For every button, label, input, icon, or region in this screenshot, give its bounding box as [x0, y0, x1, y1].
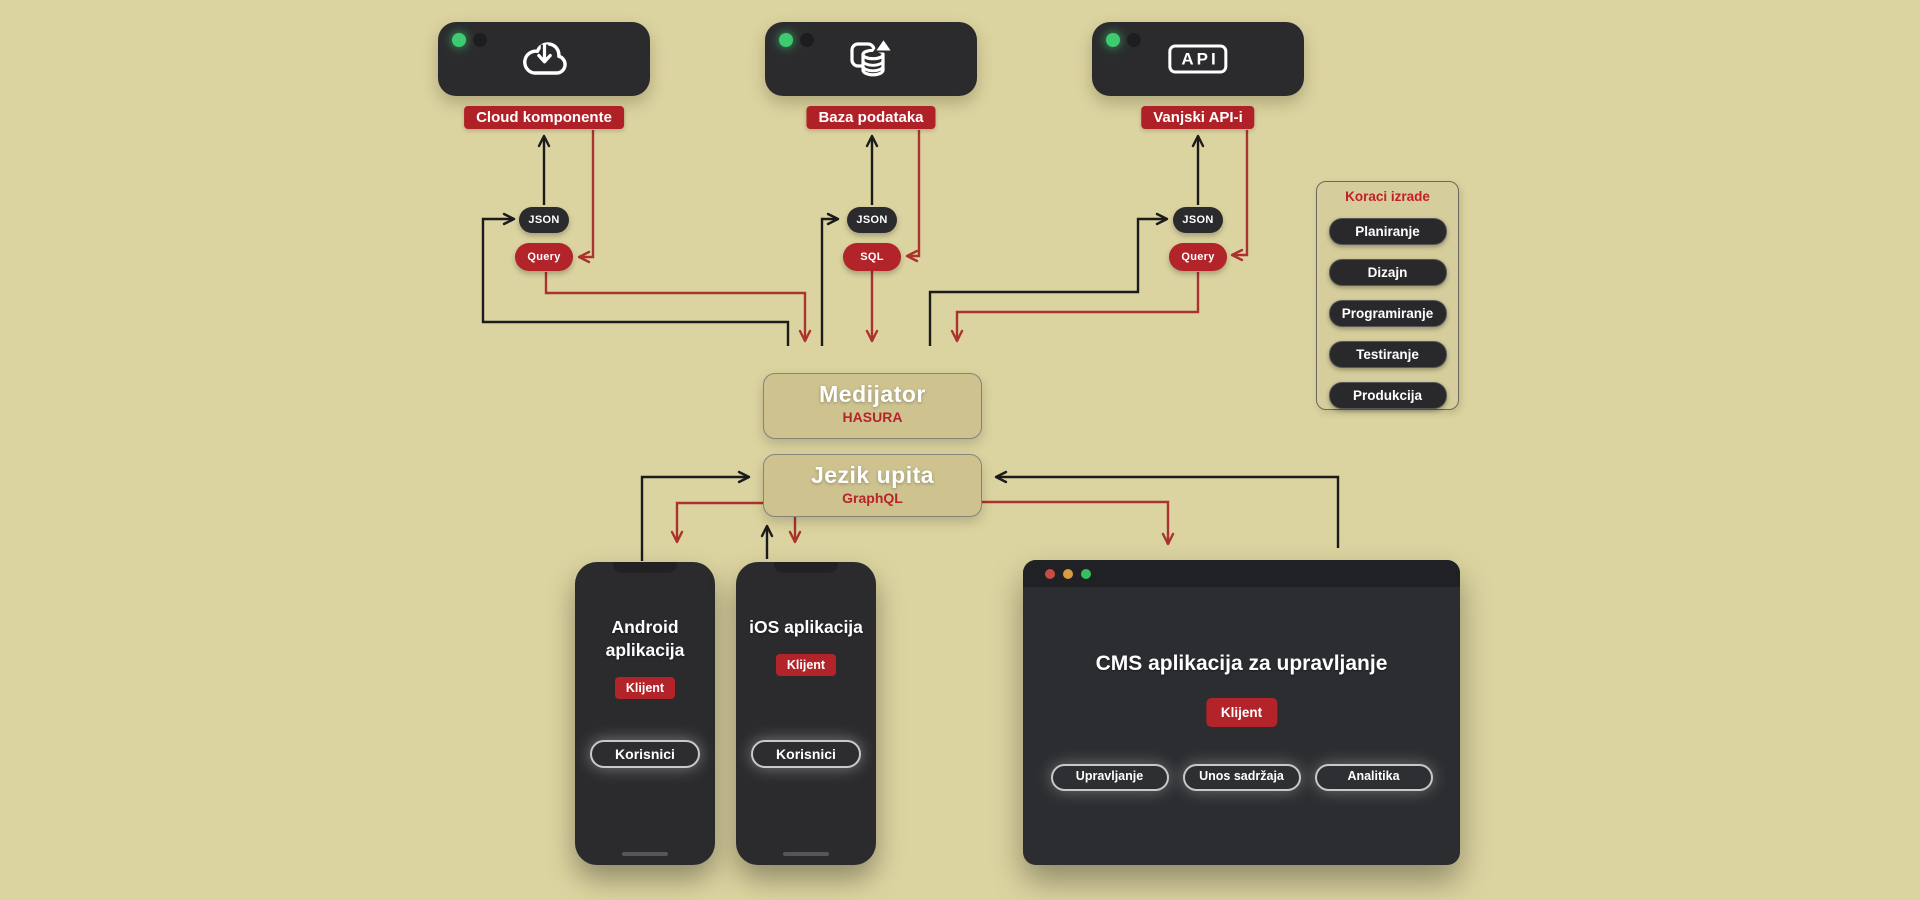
query-language-box: Jezik upita GraphQL: [763, 454, 982, 517]
ios-client-phone: iOS aplikacija Klijent Korisnici: [736, 562, 876, 865]
step-programiranje: Programiranje: [1328, 300, 1447, 327]
pill-json-right: JSON: [1173, 207, 1223, 233]
step-testiranje: Testiranje: [1328, 341, 1447, 368]
steps-panel-title: Koraci izrade: [1345, 189, 1430, 204]
cms-client-title: CMS aplikacija za upravljanje: [1095, 652, 1388, 675]
minimize-traffic-light-icon: [1063, 568, 1073, 579]
android-users-pill: Korisnici: [590, 740, 700, 768]
api-badge-icon: API: [1168, 44, 1228, 74]
label-api: Vanjski API-i: [1141, 106, 1255, 129]
step-produkcija: Produkcija: [1328, 382, 1447, 409]
cms-pill-analitika: Analitika: [1314, 764, 1433, 791]
status-dots: [779, 33, 814, 47]
steps-panel: Koraci izrade Planiranje Dizajn Programi…: [1316, 181, 1459, 410]
status-dots: [1106, 33, 1141, 47]
pill-query-right: Query: [1169, 243, 1227, 271]
close-traffic-light-icon: [1045, 568, 1055, 579]
label-cloud: Cloud komponente: [464, 106, 624, 129]
android-client-phone: Android aplikacija Klijent Korisnici: [575, 562, 715, 865]
status-dots: [452, 33, 487, 47]
status-dot-green-icon: [779, 33, 793, 47]
status-dot-green-icon: [452, 33, 466, 47]
status-dot-dark-icon: [473, 33, 487, 47]
phone-notch: [774, 562, 838, 573]
node-cloud: [438, 22, 650, 96]
cms-pill-unos-sadrzaja: Unos sadržaja: [1182, 764, 1301, 791]
ios-client-badge: Klijent: [775, 654, 837, 677]
query-language-subtitle: GraphQL: [842, 490, 903, 506]
mediator-box: Medijator HASURA: [763, 373, 982, 439]
maximize-traffic-light-icon: [1081, 568, 1091, 579]
window-titlebar: [1023, 560, 1460, 587]
node-api: API: [1092, 22, 1304, 96]
label-database: Baza podataka: [806, 106, 936, 129]
pill-query-left: Query: [515, 243, 573, 271]
cms-client-window: CMS aplikacija za upravljanje Klijent Up…: [1023, 560, 1460, 865]
ios-users-pill: Korisnici: [751, 740, 861, 768]
step-dizajn: Dizajn: [1328, 259, 1447, 286]
home-indicator: [783, 852, 829, 856]
android-client-title: Android aplikacija: [605, 617, 685, 661]
step-planiranje: Planiranje: [1328, 218, 1447, 245]
pill-json-middle: JSON: [847, 207, 897, 233]
ios-client-title: iOS aplikacija: [749, 617, 863, 637]
status-dot-dark-icon: [1127, 33, 1141, 47]
mediator-subtitle: HASURA: [842, 409, 903, 425]
cms-client-badge: Klijent: [1205, 698, 1278, 727]
cms-pill-upravljanje: Upravljanje: [1050, 764, 1169, 791]
database-upload-icon: [850, 37, 894, 77]
phone-notch: [613, 562, 677, 573]
query-language-title: Jezik upita: [810, 462, 935, 488]
status-dot-dark-icon: [800, 33, 814, 47]
pill-sql-middle: SQL: [843, 243, 901, 271]
cms-feature-pills: Upravljanje Unos sadržaja Analitika: [1023, 764, 1460, 791]
mediator-title: Medijator: [819, 381, 926, 407]
status-dot-green-icon: [1106, 33, 1120, 47]
home-indicator: [622, 852, 668, 856]
pill-json-left: JSON: [519, 207, 569, 233]
cloud-download-icon: [523, 42, 567, 75]
node-database: [765, 22, 977, 96]
android-client-badge: Klijent: [614, 677, 676, 700]
